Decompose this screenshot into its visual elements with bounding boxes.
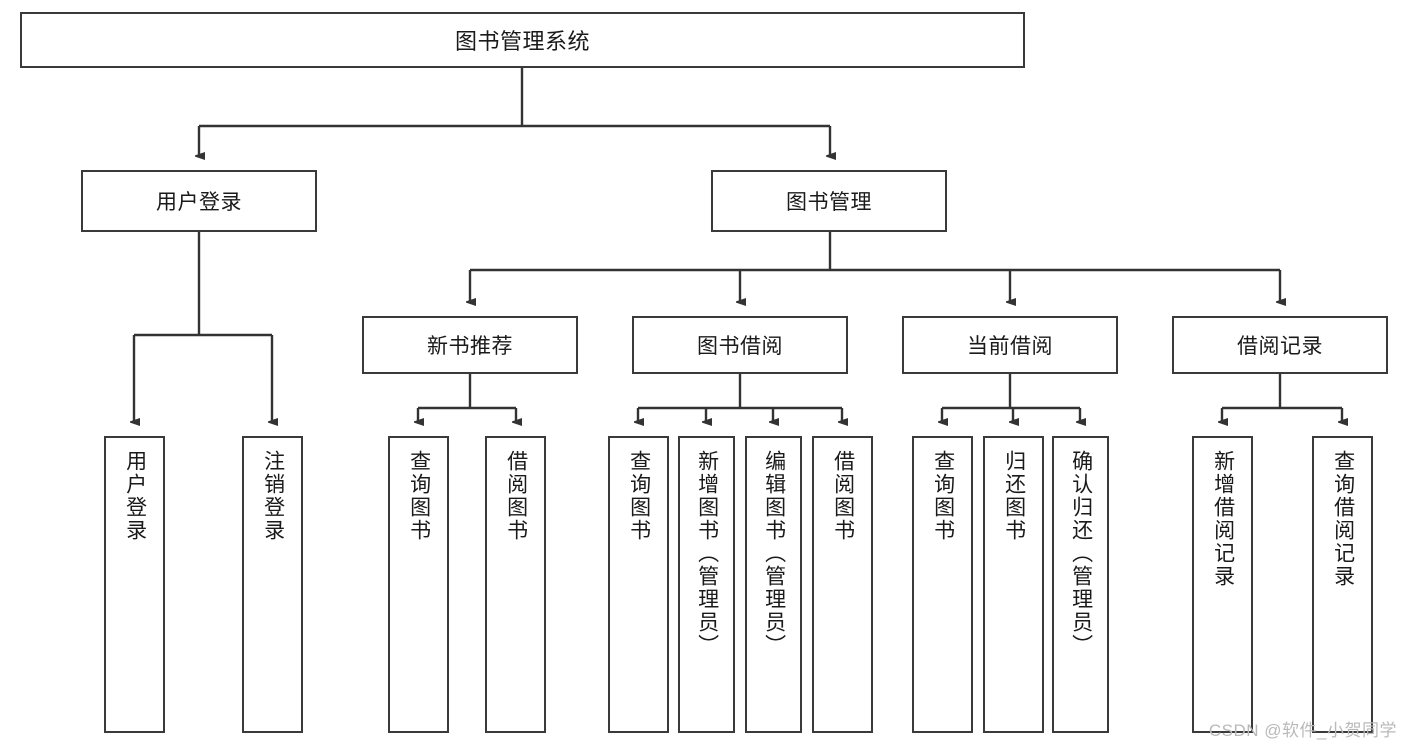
node-leaf-user-logout-label: 注销登录 <box>261 450 285 542</box>
node-leaf-edit-book-admin-label: 编辑图书（管理员） <box>762 450 786 657</box>
node-leaf-add-book-admin-label: 新增图书（管理员） <box>695 450 719 657</box>
node-current-borrow[interactable]: 当前借阅 <box>902 316 1118 374</box>
node-root-label: 图书管理系统 <box>454 29 590 54</box>
csdn-watermark: CSDN @软件_小贺同学 <box>1208 721 1397 740</box>
node-leaf-edit-book-admin[interactable]: 编辑图书（管理员） <box>745 436 802 733</box>
node-leaf-add-book-admin[interactable]: 新增图书（管理员） <box>678 436 735 733</box>
node-leaf-query-book-rec[interactable]: 查询图书 <box>388 436 449 733</box>
node-leaf-borrow-book-label: 借阅图书 <box>831 450 855 542</box>
node-leaf-query-book-current[interactable]: 查询图书 <box>912 436 973 733</box>
node-book-manage[interactable]: 图书管理 <box>711 170 947 232</box>
node-leaf-query-borrow-record[interactable]: 查询借阅记录 <box>1312 436 1373 733</box>
node-leaf-confirm-return-admin-label: 确认归还（管理员） <box>1069 450 1093 657</box>
node-leaf-add-borrow-record-label: 新增借阅记录 <box>1211 450 1235 588</box>
node-leaf-return-book[interactable]: 归还图书 <box>983 436 1044 733</box>
node-leaf-user-login-label: 用户登录 <box>123 450 147 542</box>
node-leaf-borrow-book-rec-label: 借阅图书 <box>504 450 528 542</box>
node-leaf-confirm-return-admin[interactable]: 确认归还（管理员） <box>1052 436 1109 733</box>
node-leaf-query-borrow-record-label: 查询借阅记录 <box>1331 450 1355 588</box>
node-borrow-record[interactable]: 借阅记录 <box>1172 316 1388 374</box>
node-leaf-borrow-book-rec[interactable]: 借阅图书 <box>485 436 546 733</box>
node-new-book-recommend[interactable]: 新书推荐 <box>362 316 578 374</box>
node-book-manage-label: 图书管理 <box>786 191 872 214</box>
node-current-borrow-label: 当前借阅 <box>967 335 1053 358</box>
node-leaf-return-book-label: 归还图书 <box>1002 450 1026 542</box>
node-leaf-add-borrow-record[interactable]: 新增借阅记录 <box>1192 436 1253 733</box>
node-leaf-user-login[interactable]: 用户登录 <box>104 436 165 733</box>
node-root-system[interactable]: 图书管理系统 <box>20 12 1025 68</box>
node-new-book-recommend-label: 新书推荐 <box>427 335 513 358</box>
node-leaf-query-book-borrow[interactable]: 查询图书 <box>608 436 669 733</box>
node-leaf-query-book-rec-label: 查询图书 <box>407 450 431 542</box>
node-book-borrow[interactable]: 图书借阅 <box>632 316 848 374</box>
node-book-borrow-label: 图书借阅 <box>697 335 783 358</box>
node-user-login[interactable]: 用户登录 <box>81 170 317 232</box>
node-leaf-query-book-current-label: 查询图书 <box>931 450 955 542</box>
node-user-login-label: 用户登录 <box>156 191 242 214</box>
node-leaf-borrow-book[interactable]: 借阅图书 <box>812 436 873 733</box>
node-leaf-query-book-borrow-label: 查询图书 <box>627 450 651 542</box>
node-borrow-record-label: 借阅记录 <box>1237 335 1323 358</box>
node-leaf-user-logout[interactable]: 注销登录 <box>242 436 303 733</box>
